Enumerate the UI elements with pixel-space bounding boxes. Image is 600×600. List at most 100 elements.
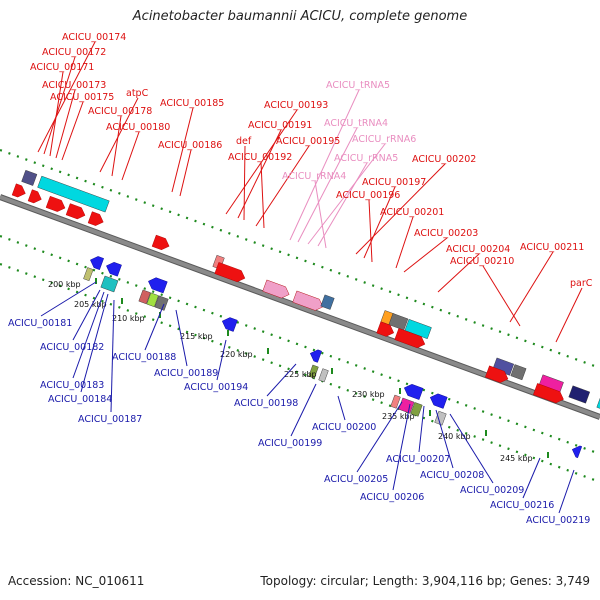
forward-label-leader bbox=[307, 143, 386, 245]
feature-box-shape bbox=[146, 292, 159, 308]
rrna-arrow-shape bbox=[292, 290, 324, 311]
reverse-label: ACICU_00207 bbox=[386, 454, 450, 465]
feature-box bbox=[154, 295, 169, 311]
genome-title: Acinetobacter baumannii ACICU, complete … bbox=[132, 9, 468, 24]
forward-label: ACICU_00201 bbox=[380, 207, 444, 218]
reverse-label: ACICU_00200 bbox=[312, 422, 376, 433]
forward-arrow bbox=[151, 234, 170, 251]
forward-label: ACICU_00173 bbox=[42, 80, 106, 91]
forward-dotted-guide bbox=[0, 148, 600, 370]
reverse-arrow-shape bbox=[429, 393, 448, 409]
reverse-label-leader bbox=[40, 281, 97, 317]
reverse-label: ACICU_00194 bbox=[184, 382, 248, 393]
forward-arrow bbox=[376, 321, 395, 337]
forward-label-leader bbox=[43, 56, 76, 155]
forward-arrow-shape bbox=[214, 262, 246, 283]
reverse-arrow bbox=[403, 384, 424, 400]
reverse-label-leader bbox=[110, 299, 115, 413]
forward-label: ACICU_00193 bbox=[264, 100, 328, 111]
forward-label: ACICU_00202 bbox=[412, 154, 476, 165]
forward-label-leader bbox=[297, 127, 358, 243]
reverse-label: ACICU_00183 bbox=[40, 380, 104, 391]
forward-arrow bbox=[11, 183, 26, 198]
forward-arrow-shape bbox=[45, 195, 66, 212]
feature-labels: ACICU_00174ACICU_00172ACICU_00171ACICU_0… bbox=[8, 32, 593, 526]
feature-box bbox=[100, 275, 119, 293]
reverse-label-leader bbox=[175, 309, 188, 367]
feature-box-shape bbox=[308, 364, 319, 379]
reverse-label: ACICU_00209 bbox=[460, 485, 524, 496]
forward-label-leader bbox=[437, 253, 480, 293]
feature-box-shape bbox=[318, 368, 329, 383]
genome-summary: Topology: circular; Length: 3,904,116 bp… bbox=[260, 574, 590, 588]
forward-label: ACICU_00186 bbox=[158, 140, 222, 151]
reverse-arrow bbox=[90, 256, 104, 270]
forward-arrow bbox=[485, 365, 509, 383]
reverse-arrow bbox=[221, 317, 238, 332]
reverse-label: ACICU_00187 bbox=[78, 414, 142, 425]
reverse-arrow bbox=[309, 349, 322, 363]
forward-label-leader bbox=[179, 149, 192, 197]
forward-label: atpC bbox=[126, 88, 149, 99]
forward-label-leader bbox=[260, 161, 265, 229]
forward-label-leader bbox=[111, 115, 122, 177]
feature-box-shape bbox=[83, 267, 94, 282]
reverse-label-leader bbox=[558, 469, 575, 514]
reverse-label-leader bbox=[216, 339, 227, 381]
forward-label: ACICU_00197 bbox=[362, 177, 426, 188]
feature-box bbox=[308, 364, 319, 379]
reverse-arrow bbox=[429, 393, 448, 409]
reverse-arrow-shape bbox=[309, 349, 322, 363]
forward-label-leader bbox=[243, 145, 246, 221]
forward-arrow bbox=[533, 383, 564, 404]
forward-label-leader bbox=[368, 199, 373, 263]
reverse-label-leader bbox=[144, 303, 165, 351]
forward-arrow-shape bbox=[11, 183, 26, 198]
reverse-label: ACICU_00199 bbox=[258, 438, 322, 449]
forward-label: parC bbox=[570, 278, 593, 289]
forward-label-leader bbox=[61, 101, 84, 161]
forward-arrow bbox=[394, 328, 426, 349]
feature-box bbox=[320, 294, 335, 310]
forward-label: ACICU_00211 bbox=[520, 242, 584, 253]
feature-box bbox=[510, 364, 527, 381]
forward-label-leader bbox=[121, 131, 140, 181]
forward-label: ACICU_00195 bbox=[276, 136, 340, 147]
reverse-arrow-shape bbox=[403, 384, 424, 400]
reverse-label: ACICU_00219 bbox=[526, 515, 590, 526]
scale-tick-label: 240 kbp bbox=[438, 432, 471, 441]
reverse-arrow bbox=[571, 445, 583, 459]
forward-label: ACICU_00204 bbox=[446, 244, 510, 255]
forward-label: ACICU_00196 bbox=[336, 190, 400, 201]
forward-label: ACICU_tRNA4 bbox=[324, 118, 388, 129]
forward-arrow-shape bbox=[394, 328, 426, 349]
forward-label-leader bbox=[37, 41, 96, 153]
reverse-arrow-shape bbox=[148, 277, 168, 294]
feature-box bbox=[146, 292, 159, 308]
reverse-label: ACICU_00189 bbox=[154, 368, 218, 379]
feature-box bbox=[37, 175, 110, 213]
feature-box bbox=[388, 313, 409, 331]
label-leaders bbox=[37, 41, 583, 514]
feature-tracks bbox=[11, 169, 600, 459]
scale-tick-label: 245 kbp bbox=[500, 454, 533, 463]
reverse-label-leader bbox=[337, 395, 346, 421]
feature-box bbox=[410, 402, 423, 417]
accession: Accession: NC_010611 bbox=[8, 574, 145, 588]
forward-label: ACICU_tRNA5 bbox=[326, 80, 390, 91]
reverse-label-leader bbox=[522, 457, 541, 499]
forward-label-leader bbox=[317, 162, 368, 247]
feature-box bbox=[568, 385, 591, 404]
forward-arrow-shape bbox=[151, 234, 170, 251]
rrna-arrow bbox=[262, 279, 290, 299]
forward-arrow bbox=[65, 203, 86, 220]
forward-arrow bbox=[27, 189, 42, 204]
forward-arrow-shape bbox=[27, 189, 42, 204]
reverse-arrow-shape bbox=[106, 262, 122, 277]
feature-box bbox=[83, 267, 94, 282]
forward-arrow-shape bbox=[87, 211, 104, 226]
rrna-arrow bbox=[292, 290, 324, 311]
scale-tick-label: 235 kbp bbox=[382, 412, 415, 421]
reverse-label-leader bbox=[418, 405, 425, 453]
